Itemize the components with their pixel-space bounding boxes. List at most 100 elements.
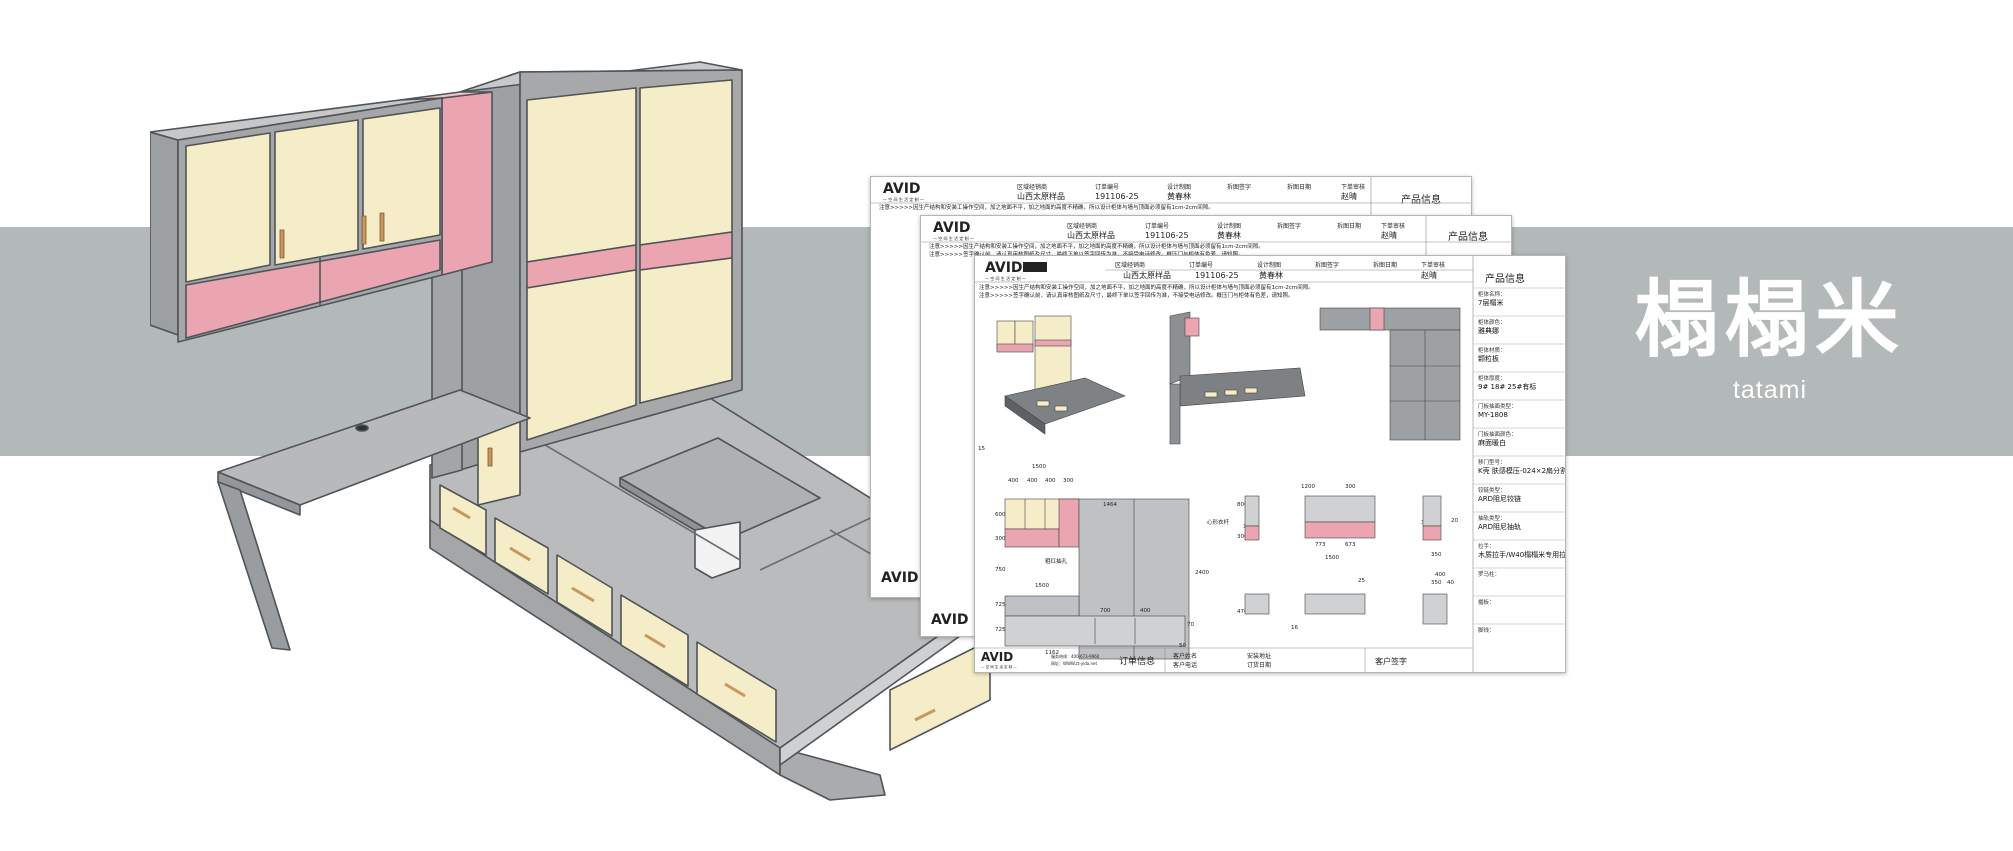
header-value: 黄春林 [1217,230,1241,240]
sheet-back-2-content: AVID — 空 间 生 活 定 制 — 区域经销商 订单编号 设计制图 拆图签… [921,216,1511,636]
dim-top-part: 400 [1008,478,1019,484]
info-field-label: 移门型号： [1478,458,1506,466]
dim-right-top: 300 [1345,484,1356,490]
dim-misc: 15 [978,446,985,452]
dimension-labels: 1500 400 400 400 300 1464 2400 600 300 7… [978,446,1458,656]
info-field-label: 柜体名称： [1478,290,1506,298]
drawer-1 [439,484,487,556]
info-field-value: 雅典娜 [1478,326,1499,335]
wall-cabinet-door-2 [274,119,359,266]
header-label: 拆图日期 [1373,261,1397,269]
sheet-brand: AVID [883,181,921,197]
sheet-brand-sub: — 空 间 生 活 定 制 — [933,235,974,241]
dim-top-part: 300 [1063,478,1074,484]
dim-small-bottom: 350 [1431,580,1442,586]
info-title: 产品信息 [1485,272,1525,285]
dim-top-total: 1500 [1032,464,1046,470]
dim-small-bottom: 400 [1435,572,1446,578]
info-field-value: 9# 18# 25#有标 [1478,382,1536,391]
header-label: 订单编号 [1189,261,1213,269]
desk-front-edge [217,471,301,516]
small-cabinet-handle [487,447,493,467]
header-value: 赵晴 [1381,230,1397,240]
wall-cabinet-handle-1 [279,229,285,259]
dim-wardrobe: 2400 [1195,570,1209,576]
drawing-sheet-front: AVID — 空 间 生 活 定 制 — 区域经销商 订单编号 设计制图 拆图签… [974,255,1566,673]
header-value: 191106-25 [1095,192,1139,201]
desk-leg [217,481,291,651]
dim-wardrobe: 1464 [1103,502,1117,508]
dim-bottom: 400 [1140,608,1151,614]
info-field-value: ARD阻尼铰链 [1478,494,1521,503]
sheet-brand-sub: — 空 间 生 活 定 制 — [981,664,1017,669]
dim-left: 600 [995,512,1006,518]
dim-right-mid: 673 [1345,542,1356,548]
sheet-brand-footer: AVID [881,570,919,586]
footer-label: 安装地址 [1247,652,1271,660]
header-label: 设计制图 [1167,183,1191,191]
sheet-brand: AVID [985,260,1023,276]
dim-right-mid: 773 [1315,542,1326,548]
thumbnail-front-view [996,315,1126,435]
dim-small-right: 20 [1451,518,1458,524]
wardrobe-door-right-lower [639,257,733,404]
header-label: 拆图签字 [1227,183,1251,191]
header-value: 山西太原样品 [1123,270,1171,280]
dim-desk-sub: 1162 [1045,650,1059,656]
sheet-brand-sub: — 空 间 生 活 定 制 — [985,275,1026,281]
footer-order-info: 订单信息 [1119,655,1155,667]
header-label: 设计制图 [1257,261,1281,269]
header-value: 191106-25 [1195,271,1239,280]
title-chinese: 榻榻米 [1634,271,1905,369]
footer-label: 客户姓名 [1173,652,1197,660]
lift-column [694,521,741,579]
footer-contact: 服务热线：400-673-9960 [1051,653,1100,659]
sheet-note: 注意>>>>>因生产结构和安装工操作空间，加之地面不平，加之地面的高度不精确，所… [879,203,1214,211]
sheet-front-content: AVID — 空 间 生 活 定 制 — 区域经销商 订单编号 设计制图 拆图签… [975,256,1565,672]
platform-corner [779,747,886,801]
header-value: 赵晴 [1341,191,1357,201]
dim-misc: 800 [1237,502,1248,508]
dim-right-top: 1200 [1301,484,1315,490]
info-field-label: 柜体材质： [1478,346,1506,354]
header-value: 黄春林 [1259,270,1283,280]
header-value: 山西太原样品 [1067,230,1115,240]
wall-cabinet-open-shelf [185,239,441,339]
header-value: 191106-25 [1145,231,1189,240]
header-label: 拆图签字 [1315,261,1339,269]
sheet-brand-footer: AVID [981,650,1013,664]
dim-left: 725 [995,602,1006,608]
drawer-handle [452,506,471,520]
tatami-furniture-render [150,61,1011,801]
header-label: 拆图日期 [1337,222,1361,230]
drawer-handle [914,708,936,722]
info-field-value: 颗粒板 [1478,354,1499,363]
dim-bottom: 700 [1100,608,1111,614]
sheet-note: 注意>>>>>因生产结构和安装工操作空间，加之地面不平，加之地面的高度不精确，所… [979,283,1314,291]
info-field-label: 门板抽面颜色： [1478,430,1517,438]
header-label: 拆图签字 [1277,222,1301,230]
footer-sign: 客户签字 [1375,656,1407,666]
info-field-label: 楣板： [1478,598,1495,606]
dim-top-part: 400 [1045,478,1056,484]
info-field-value: K壳 肤感模压-024×2扇分割胶图 [1478,466,1565,475]
header-label: 下单审核 [1381,222,1405,230]
wardrobe-door-left-upper [526,87,637,263]
thumbnail-side-view [1169,311,1306,445]
sheet-note: 注意>>>>>因生产结构和安装工操作空间，加之地面不平，加之地面的高度不精确，所… [929,242,1264,250]
desk-cable-hole [355,424,369,432]
wall-cabinet-handle-3 [379,212,385,242]
header-value: 山西太原样品 [1017,191,1065,201]
title-block: 榻榻米 tatami [1600,270,1940,406]
dim-misc: 300 [1237,534,1248,540]
dim-small-right: 350 [1431,552,1442,558]
wardrobe-door-left-lower [526,269,637,441]
dim-small-bottom: 40 [1447,580,1454,586]
thumbnail-top-view [1319,307,1461,441]
info-field-label: 柜体厚度： [1478,374,1506,382]
sheet-note: 注意>>>>>签字确认前，请认真审核图纸及尺寸，最终下单以签字回传为准，不接受电… [929,250,1244,258]
info-title: 产品信息 [1448,230,1488,243]
dim-misc: 16 [1291,625,1298,631]
dim-misc: 470 [1237,609,1248,615]
